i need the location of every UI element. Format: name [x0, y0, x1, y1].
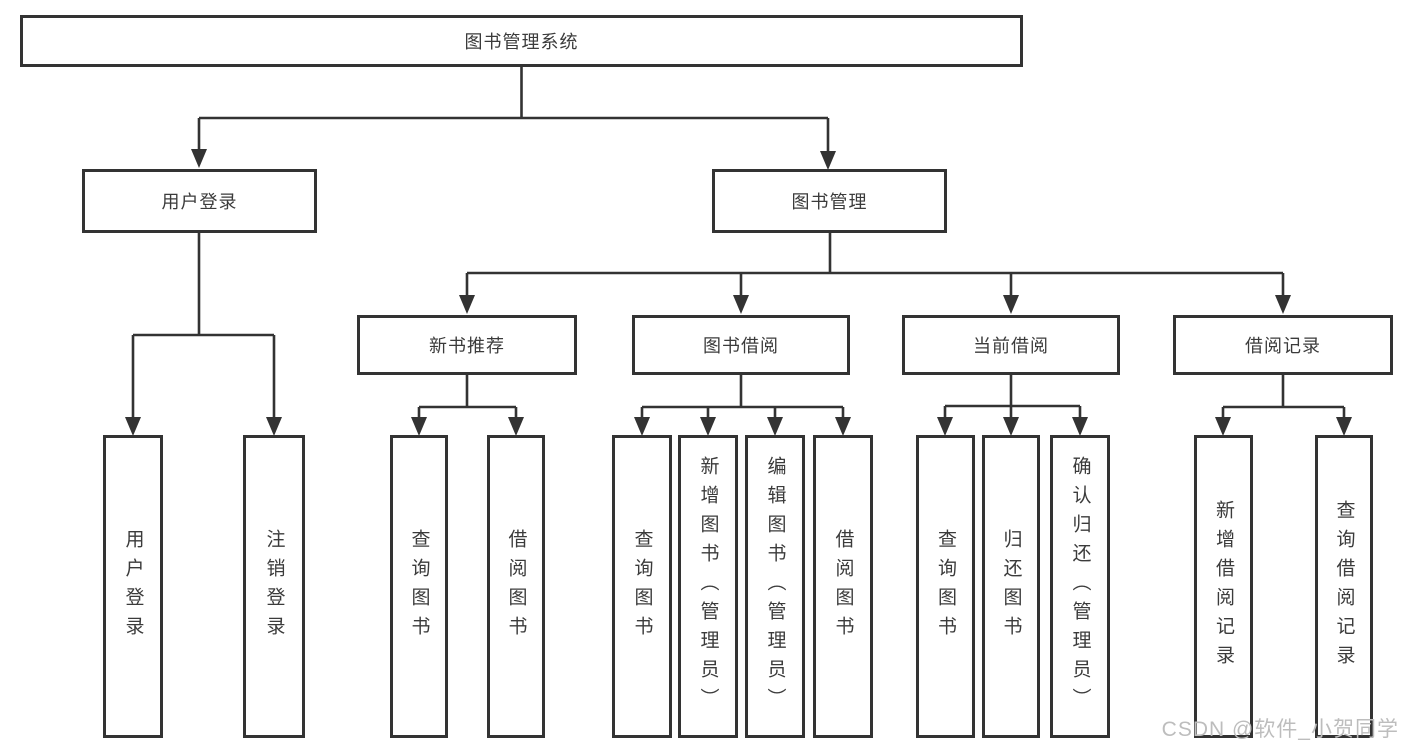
node-label: 新书推荐: [429, 336, 505, 356]
leaf-label: 查询借阅记录: [1333, 499, 1355, 674]
arrow-down-icon: [1003, 417, 1019, 436]
leaf-label: 注销登录: [263, 528, 285, 645]
node-label: 借阅记录: [1245, 336, 1321, 356]
node-label: 图书管理: [791, 192, 868, 212]
leaf-label: 查询图书: [631, 528, 653, 645]
node-root-book-management-system: 图书管理系统: [20, 15, 1023, 67]
node-current-borrow: 当前借阅: [902, 315, 1120, 375]
arrow-down-icon: [700, 417, 716, 436]
arrow-down-icon: [767, 417, 783, 436]
connector-root-to-level2: [191, 67, 836, 170]
node-label: 图书借阅: [703, 336, 779, 356]
arrow-down-icon: [835, 417, 851, 436]
csdn-watermark: CSDN @软件_小贺同学: [1161, 718, 1399, 741]
node-label: 当前借阅: [973, 336, 1049, 356]
connector-current-borrow-branch: [937, 375, 1088, 436]
arrow-down-icon: [1215, 417, 1231, 436]
leaf-label: 新增借阅记录: [1213, 499, 1234, 674]
leaf-label: 用户登录: [122, 528, 144, 645]
arrow-down-icon: [1275, 295, 1291, 314]
arrow-down-icon: [125, 417, 141, 436]
leaf-label: 确认归还（管理员）: [1069, 456, 1091, 717]
connector-user-login-branch: [125, 233, 282, 436]
node-new-book-recommend: 新书推荐: [357, 315, 577, 375]
arrow-down-icon: [634, 417, 650, 436]
connector-book-management-branch: [459, 233, 1291, 314]
arrow-down-icon: [733, 295, 749, 314]
leaf-label: 查询图书: [408, 528, 430, 645]
leaf-label: 查询图书: [935, 528, 956, 645]
arrow-down-icon: [508, 417, 524, 436]
leaf-return-books: 归还图书: [982, 435, 1040, 738]
node-label: 图书管理系统: [464, 32, 579, 52]
leaf-user-login: 用户登录: [103, 435, 163, 738]
leaf-borrow-books: 借阅图书: [813, 435, 873, 738]
arrow-down-icon: [191, 149, 207, 168]
leaf-edit-books-admin: 编辑图书（管理员）: [745, 435, 805, 738]
arrow-down-icon: [266, 417, 282, 436]
arrow-down-icon: [1003, 295, 1019, 314]
connector-borrow-records-branch: [1215, 375, 1352, 436]
node-user-login: 用户登录: [82, 169, 317, 233]
leaf-label: 编辑图书（管理员）: [764, 456, 786, 717]
leaf-label: 新增图书（管理员）: [697, 456, 719, 717]
leaf-query-books-recommend: 查询图书: [390, 435, 448, 738]
arrow-down-icon: [459, 295, 475, 314]
node-book-management: 图书管理: [712, 169, 947, 233]
leaf-query-books-borrow: 查询图书: [612, 435, 672, 738]
leaf-query-borrow-record: 查询借阅记录: [1315, 435, 1373, 738]
leaf-label: 借阅图书: [832, 528, 854, 645]
arrow-down-icon: [411, 417, 427, 436]
node-borrow-records: 借阅记录: [1173, 315, 1393, 375]
leaf-confirm-return-admin: 确认归还（管理员）: [1050, 435, 1110, 738]
leaf-label: 借阅图书: [505, 528, 527, 645]
leaf-add-borrow-record: 新增借阅记录: [1194, 435, 1253, 738]
node-book-borrow: 图书借阅: [632, 315, 850, 375]
leaf-query-books-current: 查询图书: [916, 435, 975, 738]
connector-book-borrow-branch: [634, 375, 851, 436]
leaf-borrow-books-recommend: 借阅图书: [487, 435, 545, 738]
node-label: 用户登录: [161, 192, 238, 212]
leaf-label: 归还图书: [1000, 528, 1022, 645]
arrow-down-icon: [1072, 417, 1088, 436]
arrow-down-icon: [1336, 417, 1352, 436]
arrow-down-icon: [937, 417, 953, 436]
connector-new-book-branch: [411, 375, 524, 436]
leaf-logout: 注销登录: [243, 435, 305, 738]
leaf-add-books-admin: 新增图书（管理员）: [678, 435, 738, 738]
arrow-down-icon: [820, 151, 836, 170]
